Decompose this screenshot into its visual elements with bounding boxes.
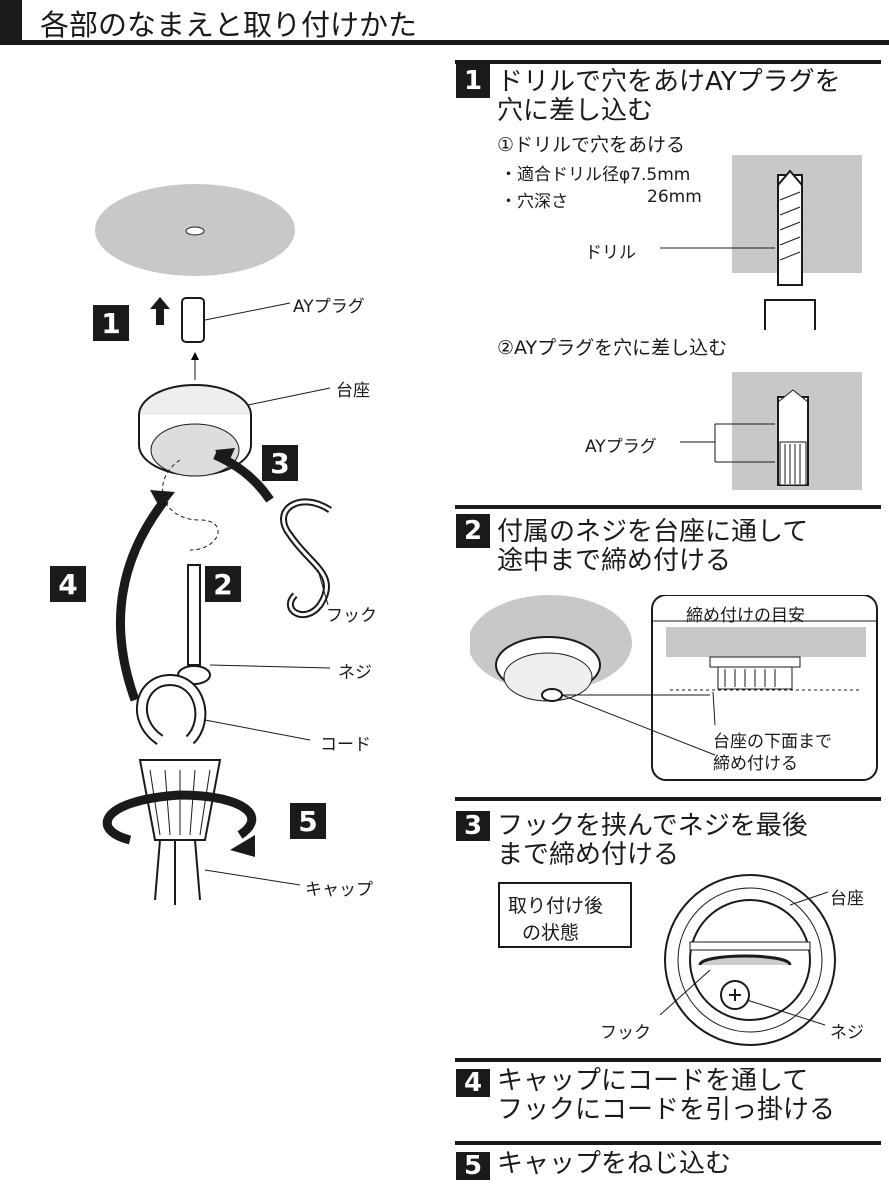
- drill-diameter: ・適合ドリル径φ7.5mm: [500, 165, 691, 185]
- step-5-divider: [455, 1141, 881, 1145]
- assembly-number-5: 5: [290, 803, 326, 839]
- drill-illustration: [660, 155, 862, 330]
- step-2-divider: [455, 505, 881, 509]
- label-ay-plug: AYプラグ: [293, 297, 365, 317]
- step-5-heading: キャップをねじ込む: [497, 1149, 732, 1179]
- tightening-guide-title: 締め付けの目安: [686, 606, 805, 626]
- step-3-number: 3: [456, 811, 490, 841]
- step-1-divider: [455, 60, 881, 64]
- assembly-illustration: [95, 184, 332, 905]
- step-1-heading-line1: ドリルで穴をあけAYプラグを: [497, 67, 841, 97]
- step-3-heading-line1: フックを挟んでネジを最後: [497, 811, 808, 841]
- label-hook: フック: [326, 606, 377, 626]
- label-cord: コード: [320, 735, 371, 755]
- assembly-number-1: 1: [93, 305, 129, 341]
- step-4-number: 4: [456, 1068, 490, 1098]
- title-tab: [0, 0, 22, 44]
- label-screw: ネジ: [338, 663, 372, 683]
- installed-base-label: 台座: [830, 889, 864, 909]
- step-4-divider: [455, 1058, 881, 1062]
- assembly-number-3: 3: [262, 445, 298, 481]
- title-divider: [0, 40, 889, 45]
- state-box: [498, 882, 632, 948]
- step-1-heading-line2: 穴に差し込む: [497, 96, 654, 126]
- page-title: 各部のなまえと取り付けかた: [40, 8, 418, 42]
- installed-screw-label: ネジ: [830, 1023, 864, 1043]
- drill-label: ドリル: [585, 243, 636, 263]
- state-box-line1: 取り付け後: [508, 895, 604, 917]
- step-1-number: 1: [456, 64, 490, 98]
- screw-partial-illustration: [470, 595, 878, 781]
- hole-depth-value: 26mm: [647, 187, 702, 207]
- label-base: 台座: [336, 381, 370, 401]
- step-1-sub2: ②AYプラグを穴に差し込む: [497, 337, 728, 359]
- step-3-heading-line2: まで締め付ける: [497, 840, 680, 870]
- plug-insert-illustration: [680, 372, 862, 490]
- step-2-number: 2: [456, 514, 490, 548]
- label-cap: キャップ: [305, 880, 373, 900]
- step-2-heading-line2: 途中まで締め付ける: [497, 546, 732, 576]
- step-4-heading-line2: フックにコードを引っ掛ける: [497, 1095, 836, 1125]
- assembly-number-4: 4: [50, 566, 86, 602]
- tightening-note-line2: 締め付ける: [713, 754, 798, 774]
- step-5-number: 5: [456, 1151, 490, 1181]
- hole-depth-label: ・穴深さ: [500, 192, 568, 212]
- step-4-heading-line1: キャップにコードを通して: [497, 1066, 809, 1096]
- installed-state-illustration: [659, 874, 836, 1046]
- state-box-line2: の状態: [522, 922, 580, 944]
- assembly-number-2: 2: [205, 566, 241, 602]
- step-3-divider: [455, 797, 881, 801]
- installed-hook-label: フック: [600, 1023, 651, 1043]
- step-1-sub1: ①ドリルで穴をあける: [497, 134, 686, 156]
- ay-plug-label: AYプラグ: [585, 437, 657, 457]
- step-2-heading-line1: 付属のネジを台座に通して: [497, 517, 809, 547]
- tightening-note-line1: 台座の下面まで: [713, 732, 832, 752]
